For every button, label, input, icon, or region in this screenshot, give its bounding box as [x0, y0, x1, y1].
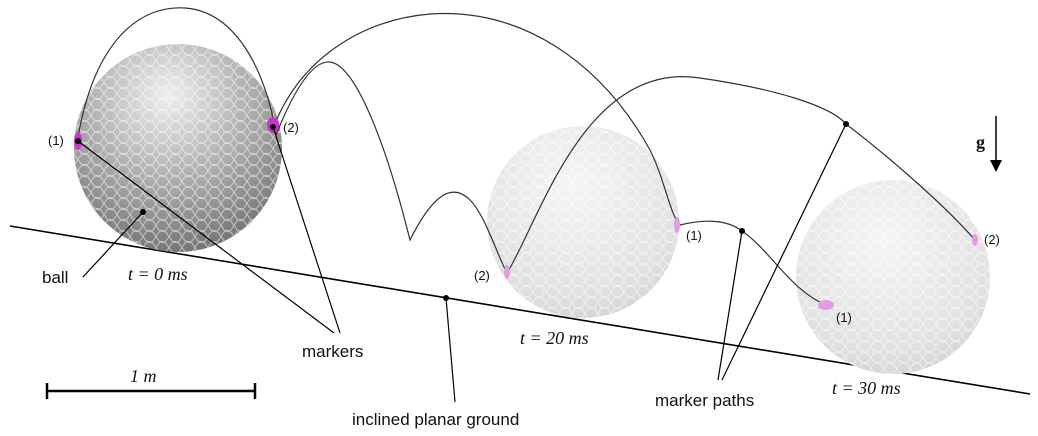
time-label-t0: t = 0 ms: [128, 264, 188, 284]
marker-2-label-t20: (2): [474, 268, 490, 283]
markers-label: markers: [302, 342, 363, 361]
marker-2-label-t0: (2): [283, 120, 299, 135]
time-label-t30: t = 30 ms: [832, 378, 901, 398]
marker-2-t30: [972, 234, 978, 246]
time-label-t20: t = 20 ms: [520, 328, 589, 348]
leader-dots: [75, 121, 849, 301]
ball-label: ball: [42, 268, 68, 287]
marker-2-label-t30: (2): [984, 232, 1000, 247]
marker-path-1: [77, 7, 976, 275]
scale-bar: [45, 383, 257, 399]
marker-1-t20: [674, 217, 680, 233]
gravity-label: g: [976, 132, 985, 152]
scale-label: 1 m: [130, 366, 157, 386]
ground-label: inclined planar ground: [352, 410, 519, 429]
ball-t0: [74, 44, 282, 252]
marker-1-label-t20: (1): [686, 228, 702, 243]
marker-1-label-t0: (1): [48, 133, 64, 148]
marker-1-label-t30: (1): [836, 310, 852, 325]
ball-t30: [796, 180, 990, 374]
ball-t20: [487, 126, 679, 318]
marker-2-t20: [504, 265, 510, 279]
marker-1-t30: [818, 300, 834, 310]
marker-paths-label: marker paths: [655, 391, 754, 410]
leader-lines: [77, 123, 847, 403]
